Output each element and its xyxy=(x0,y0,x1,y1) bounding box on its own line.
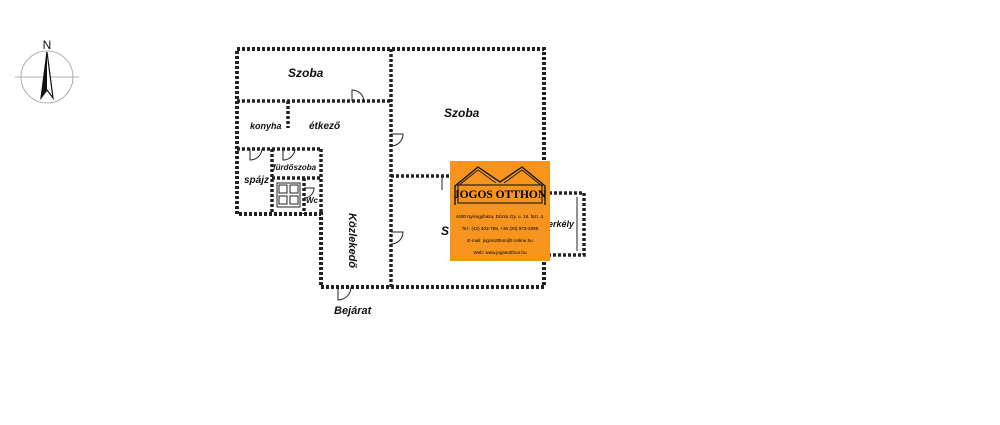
compass: N xyxy=(15,38,79,104)
logo-address: 4400 Nyíregyháza, Dózsa Gy. u. 18. fszt.… xyxy=(456,214,545,219)
room-label-terkep: erkély xyxy=(548,219,575,229)
agency-logo: JOGOS OTTHON 4400 Nyíregyháza, Dózsa Gy.… xyxy=(450,161,550,261)
room-label-szoba-right: Szoba xyxy=(444,106,480,120)
house-roof-icon xyxy=(454,166,546,205)
room-label-furdoszoba: fürdőszoba xyxy=(273,163,317,172)
stove-icon xyxy=(276,182,301,208)
room-label-etkezo: étkező xyxy=(309,121,341,132)
north-arrow-icon xyxy=(40,51,54,101)
room-label-spajz: spájz xyxy=(244,175,269,186)
room-label-szoba-top: Szoba xyxy=(288,66,324,80)
room-label-wc: Wc xyxy=(306,196,319,205)
room-label-kozlekedo: Közlekedő xyxy=(346,213,358,268)
logo-web: Web: www.jogosotthon.hu xyxy=(473,250,526,255)
logo-name: JOGOS OTTHON xyxy=(454,189,547,201)
logo-background xyxy=(450,161,550,261)
compass-north-label: N xyxy=(43,38,52,52)
room-label-szoba-hidden: S xyxy=(441,224,449,238)
logo-email: E-mail: jogosotthon@t-online.hu xyxy=(467,238,533,243)
logo-phone: Tel.: (42) 403-789, +36 (20) 973-2069 xyxy=(462,226,539,231)
doors xyxy=(249,89,443,301)
room-label-konyha: konyha xyxy=(250,121,282,131)
entrance-label: Bejárat xyxy=(334,305,373,317)
outer-walls xyxy=(235,47,546,289)
